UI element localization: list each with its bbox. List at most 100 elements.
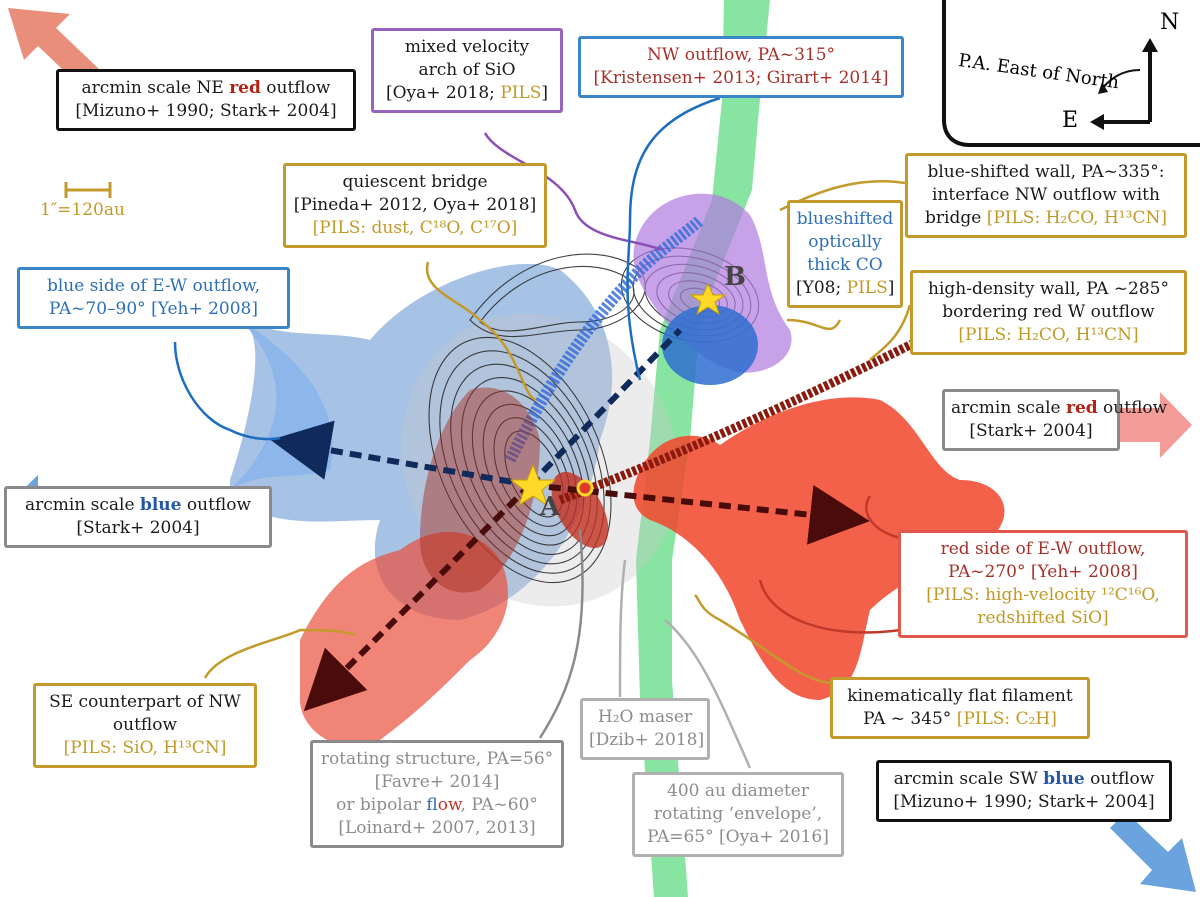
rotating-line4: [Loinard+ 2007, 2013]	[338, 818, 536, 838]
red-ew-arrow	[529, 482, 870, 545]
bridge-line2: [Pineda+ 2012, Oya+ 2018]	[293, 195, 537, 215]
blue-arcmin-line1-post: outflow	[181, 495, 252, 515]
ne-red-line2: [Mizuno+ 1990; Stark+ 2004]	[75, 101, 337, 121]
sio-arch	[504, 215, 705, 463]
label-se-counterpart: SE counterpart of NW outflow [PILS: SiO,…	[33, 683, 257, 768]
sw-blue-keyword: blue	[1043, 769, 1085, 789]
sio-arch-line1: mixed velocity	[404, 37, 530, 57]
source-b-label: B	[724, 262, 746, 292]
blue-arcmin-line2: [Stark+ 2004]	[76, 518, 200, 538]
label-ne-red-outflow: arcmin scale NE red outflow [Mizuno+ 199…	[56, 69, 356, 131]
hd-wall-line1: high-density wall, PA ~285°	[928, 279, 1169, 299]
sio-arch-line2: arch of SiO	[418, 60, 516, 80]
source-b-star	[689, 282, 727, 316]
sio-arch-line3-post: ]	[541, 83, 549, 103]
label-rotating-structure: rotating structure, PA=56° [Favre+ 2014]…	[310, 740, 564, 848]
maser-line2: [Dzib+ 2018]	[589, 730, 705, 750]
scale-bar	[64, 182, 112, 198]
label-sio-arch: mixed velocity arch of SiO [Oya+ 2018; P…	[371, 28, 563, 113]
label-h2o-maser: H₂O maser [Dzib+ 2018]	[580, 698, 710, 760]
sio-arch-pils: PILS	[500, 83, 542, 103]
label-flat-filament: kinematically flat filament PA ~ 345° [P…	[830, 677, 1090, 739]
label-blueshifted-thick-co: blueshifted optically thick CO [Y08; PIL…	[787, 200, 903, 308]
blue-wall-line1: blue-shifted wall, PA~335°:	[927, 162, 1165, 182]
se-red-arrow	[303, 482, 533, 712]
scale-bar-label: 1″=120au	[40, 200, 125, 220]
blue-wall-line2: interface NW outflow with	[932, 185, 1160, 205]
nw-outflow-line2: [Kristensen+ 2013; Girart+ 2014]	[593, 68, 889, 88]
compass-north-label: N	[1160, 10, 1180, 35]
sw-blue-arrow	[1110, 812, 1196, 892]
filament-line1: kinematically flat filament	[847, 686, 1073, 706]
ew-red-line2: PA~270° [Yeh+ 2008]	[948, 562, 1138, 582]
thick-co-line2: optically	[808, 232, 882, 252]
ne-red-line1-pre: arcmin scale NE	[81, 78, 230, 98]
envelope-line2: rotating ‘envelope’,	[653, 804, 823, 824]
bridge-line3: [PILS: dust, C¹⁸O, C¹⁷O]	[312, 218, 518, 238]
label-rotating-envelope: 400 au diameter rotating ‘envelope’, PA=…	[632, 772, 844, 857]
rotating-line3-post: , PA~60°	[460, 795, 538, 815]
red-arcmin-line1-pre: arcmin scale	[951, 398, 1066, 418]
red-arcmin-line1-post: outflow	[1097, 398, 1168, 418]
thick-co-line3: thick CO	[807, 255, 883, 275]
red-arcmin-line2: [Stark+ 2004]	[969, 421, 1093, 441]
rotating-line1: rotating structure, PA=56°	[320, 749, 554, 769]
envelope-line1: 400 au diameter	[667, 781, 809, 801]
ew-blue-line2: PA~70–90° [Yeh+ 2008]	[49, 299, 258, 319]
red-arcmin-keyword: red	[1065, 398, 1098, 418]
source-a-star	[509, 463, 557, 507]
label-sw-blue-outflow: arcmin scale SW blue outflow [Mizuno+ 19…	[876, 760, 1172, 822]
rotating-line2: [Favre+ 2014]	[374, 772, 500, 792]
blue-wall-line3-pre: bridge	[925, 208, 987, 228]
nw-blue-arrow	[527, 327, 683, 488]
filament-pils: [PILS: C₂H]	[956, 709, 1057, 729]
ew-red-line3: [PILS: high-velocity ¹²C¹⁶O,	[926, 585, 1160, 605]
sw-blue-line1-pre: arcmin scale SW	[893, 769, 1044, 789]
ne-red-line1-post: outflow	[260, 78, 331, 98]
se-counter-line1: SE counterpart of NW	[49, 692, 241, 712]
east-red-arrow	[1118, 392, 1192, 458]
label-red-ew-outflow: red side of E-W outflow, PA~270° [Yeh+ 2…	[898, 530, 1188, 638]
se-counter-line2: outflow	[112, 715, 178, 735]
sio-arch-line3-pre: [Oya+ 2018;	[385, 83, 501, 103]
maser-line1: H₂O maser	[597, 707, 693, 727]
blue-arcmin-keyword: blue	[139, 495, 182, 515]
label-blue-shifted-wall: blue-shifted wall, PA~335°: interface NW…	[905, 153, 1187, 238]
label-arcmin-blue-outflow: arcmin scale blue outflow [Stark+ 2004]	[4, 486, 272, 548]
maser-marker	[576, 479, 594, 497]
ne-red-keyword: red	[229, 78, 261, 98]
thick-co-pils: PILS	[846, 278, 888, 298]
leader-lines	[173, 96, 912, 769]
rotating-flow-blue: fl	[426, 795, 438, 815]
blue-ew-arrow	[270, 420, 531, 488]
bridge-line1: quiescent bridge	[342, 172, 488, 192]
thick-co-line1: blueshifted	[796, 209, 894, 229]
blue-arcmin-line1-pre: arcmin scale	[24, 495, 140, 515]
thick-co-line4-pre: [Y08;	[796, 278, 847, 298]
se-counter-line3: [PILS: SiO, H¹³CN]	[63, 738, 227, 758]
blue-wall-pils: [PILS: H₂CO, H¹³CN]	[986, 208, 1167, 228]
label-quiescent-bridge: quiescent bridge [Pineda+ 2012, Oya+ 201…	[283, 163, 547, 248]
high-density-wall	[558, 335, 923, 505]
ne-red-arrow	[8, 8, 100, 88]
ew-red-line4: redshifted SiO]	[977, 608, 1109, 628]
source-a-label: A	[540, 492, 561, 522]
label-blue-ew-outflow: blue side of E-W outflow, PA~70–90° [Yeh…	[17, 267, 290, 329]
dust-contours-a	[428, 336, 612, 584]
thick-co-line4-post: ]	[887, 278, 895, 298]
hd-wall-line2: bordering red W outflow	[942, 302, 1155, 322]
label-arcmin-red-outflow: arcmin scale red outflow [Stark+ 2004]	[942, 389, 1167, 451]
ew-blue-line1: blue side of E-W outflow,	[46, 276, 261, 296]
rotating-envelope	[401, 313, 679, 607]
blue-co-blob	[662, 305, 758, 385]
ew-red-line1: red side of E-W outflow,	[940, 539, 1146, 559]
label-high-density-wall: high-density wall, PA ~285° bordering re…	[910, 270, 1187, 355]
rotating-line3-pre: or bipolar	[336, 795, 427, 815]
hd-wall-line3: [PILS: H₂CO, H¹³CN]	[958, 325, 1139, 345]
filament-line2-pre: PA ~ 345°	[863, 709, 957, 729]
rotating-flow-red: ow	[437, 795, 461, 815]
compass-frame	[942, 0, 1200, 147]
compass-east-label: E	[1062, 108, 1079, 133]
